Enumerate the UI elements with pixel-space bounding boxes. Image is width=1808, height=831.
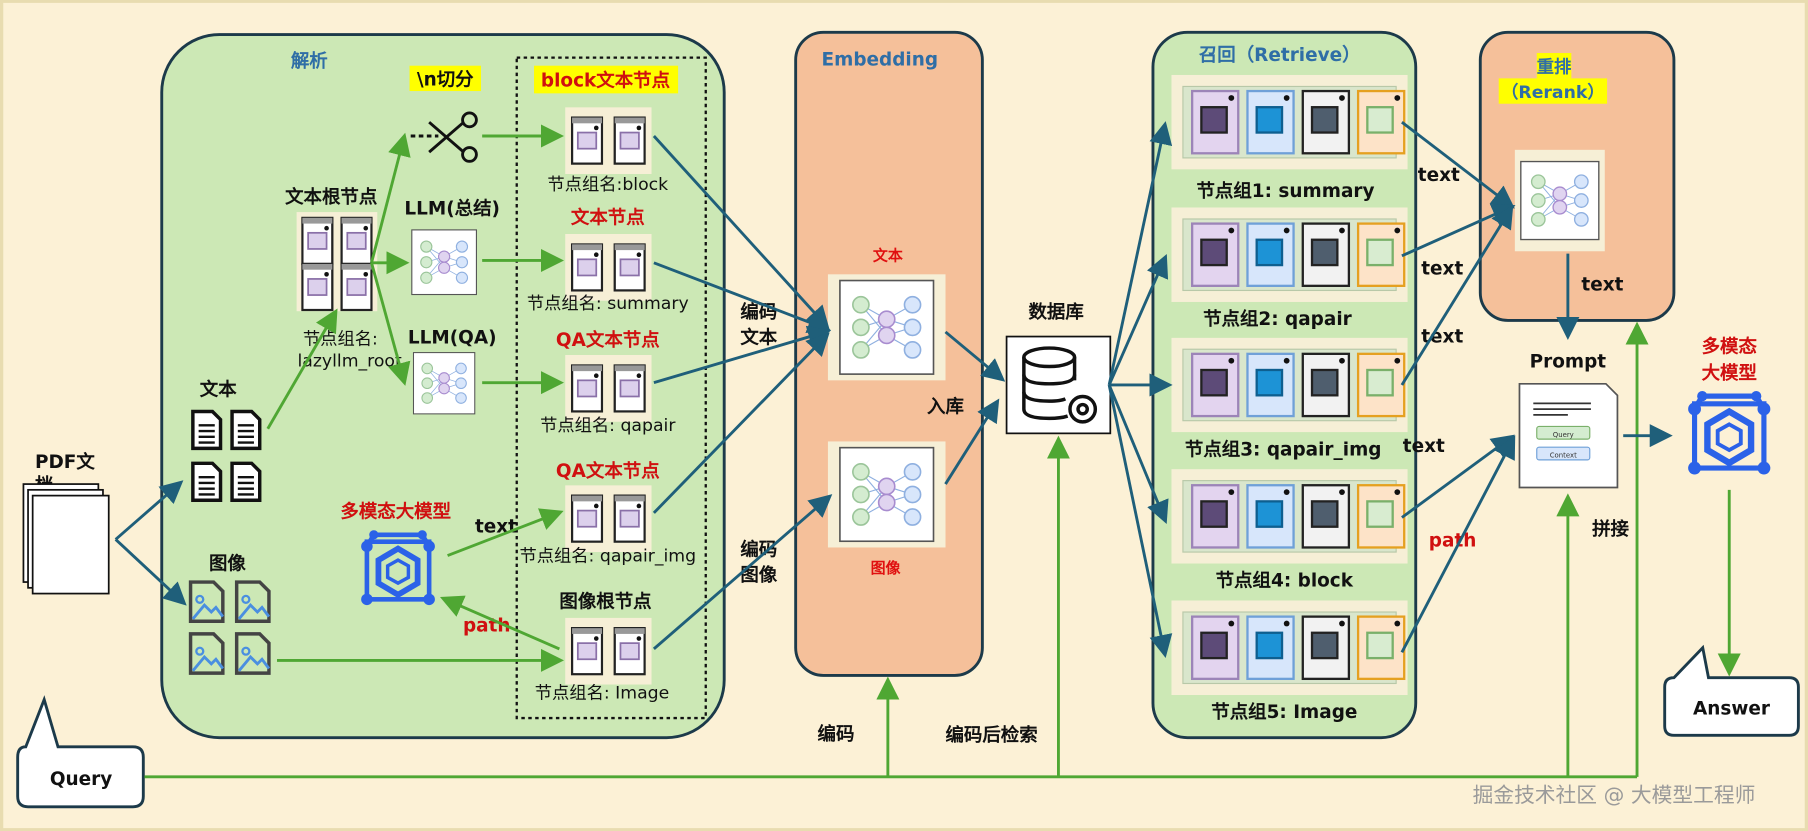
group4-nodes-icon: [1171, 469, 1407, 564]
retrieve-title: 召回（Retrieve）: [1199, 45, 1361, 66]
encode-image-label-2: 图像: [740, 565, 777, 586]
group1-label: 节点组1: summary: [1196, 180, 1374, 202]
image-root-header: 图像根节点: [559, 590, 651, 612]
group2-nodes-icon: [1171, 207, 1407, 302]
split-highlight: [409, 65, 482, 92]
qa-header: QA文本节点: [556, 329, 660, 351]
text-root-node-icon: [296, 212, 378, 311]
rerank-output-label: text: [1581, 274, 1623, 295]
split-label: \n切分: [417, 69, 474, 90]
llm-summary-neural-net-icon: [411, 229, 478, 296]
block-group-label: 节点组名:block: [547, 175, 668, 195]
store-label: 入库: [927, 396, 964, 418]
group4-label: 节点组4: block: [1216, 570, 1354, 592]
llm-summary-label: LLM(总结): [404, 197, 500, 219]
query-label: Query: [50, 769, 112, 790]
blue-arrows: [114, 121, 1673, 658]
group2-label: 节点组2: qapair: [1203, 308, 1353, 330]
embedding-title: Embedding: [822, 50, 939, 71]
parse-title: 解析: [291, 50, 328, 72]
rerank-title-2: （Rerank）: [1501, 82, 1604, 103]
llm-qa-label: LLM(QA): [408, 327, 497, 348]
text-label: 文本: [200, 378, 237, 400]
encode-image-label-1: 编码: [740, 539, 777, 561]
edge-label-1: text: [1418, 165, 1460, 186]
bottom-encode-search-label: 编码后检索: [946, 724, 1038, 746]
summary-header: 文本节点: [571, 207, 645, 229]
answer-label: Answer: [1693, 699, 1771, 720]
block-highlight: [534, 65, 679, 94]
rerank-highlight-2: [1498, 78, 1608, 104]
rerank-title-1: 重排: [1537, 57, 1572, 78]
watermark: 掘金技术社区 @ 大模型工程师: [1473, 783, 1756, 807]
edge-label-3: text: [1421, 326, 1463, 347]
encode-text-label-2: 文本: [740, 326, 777, 348]
prompt-context-field: Context: [1550, 452, 1577, 460]
prompt-document-icon: Query Context: [1518, 382, 1619, 489]
root-group-label-2: lazyllm_root: [297, 352, 402, 372]
mllm-label: 多模态大模型: [340, 501, 451, 523]
summary-node-pair-icon: [565, 234, 651, 301]
mllm-text-edge-label: text: [475, 516, 517, 537]
block-node-pair-icon: [565, 107, 651, 174]
pdf-pages-icon: [22, 483, 110, 595]
image-embedding-label: 图像: [871, 559, 902, 577]
mllm-path-edge-label: path: [463, 616, 511, 637]
prompt-label: Prompt: [1530, 352, 1607, 373]
edge-label-5: path: [1429, 530, 1477, 551]
qa-node-pair-icon: [565, 355, 651, 422]
mllm-right-label-1: 多模态: [1702, 336, 1758, 358]
llm-qa-neural-net-icon: [412, 352, 476, 415]
scissors-icon: [410, 111, 478, 163]
summary-group-label: 节点组名: summary: [527, 294, 689, 314]
mllm-right-label-2: 大模型: [1702, 362, 1757, 384]
qaimg-header: QA文本节点: [556, 460, 660, 482]
answer-bubble[interactable]: Answer: [1663, 644, 1800, 737]
text-embedding-label: 文本: [873, 246, 903, 264]
group3-label: 节点组3: qapair_img: [1185, 438, 1382, 460]
pdf-label-1: PDF文: [35, 451, 95, 473]
edge-label-4: text: [1403, 436, 1445, 457]
edge-label-2: text: [1421, 258, 1463, 279]
query-bubble[interactable]: Query: [16, 695, 145, 809]
block-header: block文本节点: [541, 69, 670, 91]
image-label: 图像: [209, 553, 246, 574]
rerank-neural-net-icon: [1520, 160, 1600, 241]
database-label: 数据库: [1028, 301, 1083, 323]
qaimg-node-pair-icon: [565, 485, 651, 552]
text-embedding-neural-net-icon: [839, 279, 935, 376]
concat-label: 拼接: [1592, 518, 1629, 540]
group3-nodes-icon: [1171, 338, 1407, 433]
group5-nodes-icon: [1171, 600, 1407, 695]
text-root-label: 文本根节点: [285, 186, 377, 208]
database-icon: [1005, 335, 1112, 435]
bottom-encode-label: 编码: [818, 723, 855, 745]
prompt-query-field: Query: [1553, 431, 1574, 439]
rerank-highlight-1: [1536, 53, 1572, 79]
image-node-pair-icon: [565, 618, 651, 685]
qa-group-label: 节点组名: qapair: [540, 416, 676, 436]
group1-nodes-icon: [1171, 75, 1407, 170]
node-groups-dotted-box: [515, 56, 707, 720]
green-arrows: [144, 124, 1741, 779]
qaimg-group-label: 节点组名: qapair_img: [520, 546, 697, 566]
image-embedding-neural-net-icon: [839, 446, 935, 543]
image-group-label: 节点组名: Image: [535, 683, 669, 703]
group5-label: 节点组5: Image: [1211, 701, 1357, 723]
